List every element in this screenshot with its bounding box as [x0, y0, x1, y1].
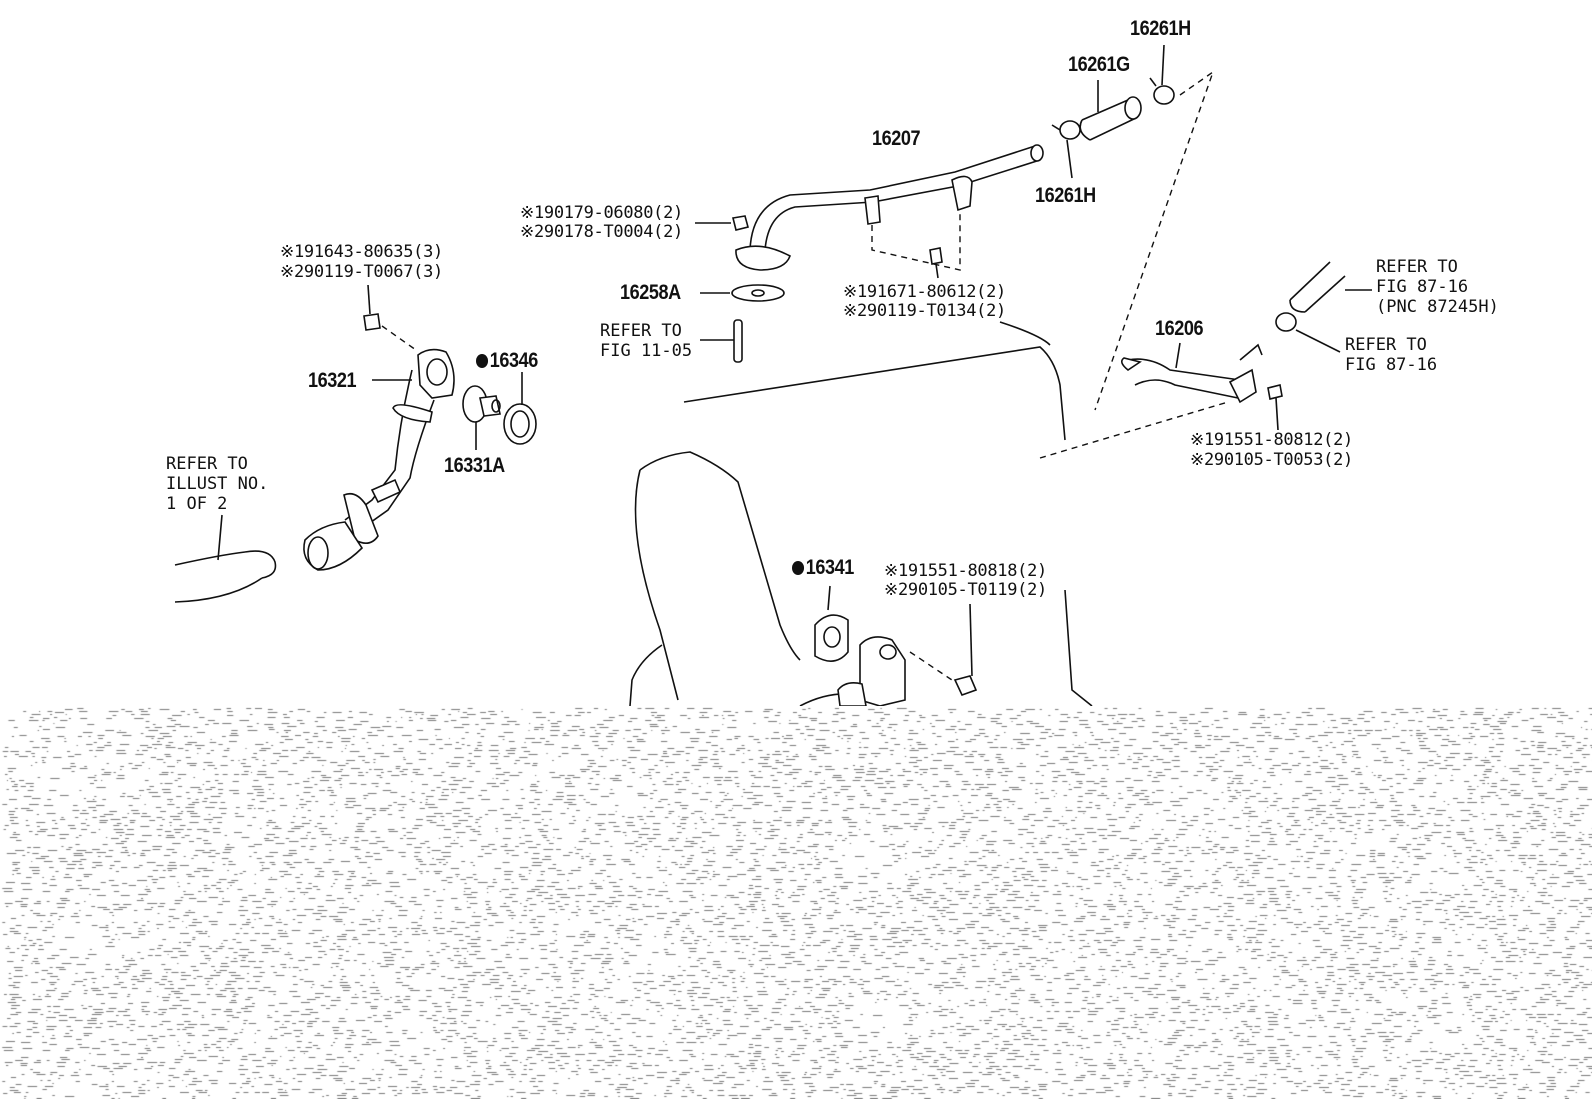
refer-fig-87-16-pnc: REFER TO FIG 87-16 (PNC 87245H) — [1376, 257, 1499, 317]
engine-block-outline — [629, 321, 1093, 706]
water-outlet-16321 — [303, 348, 455, 571]
label-16258A: 16258A — [620, 281, 681, 304]
pipe-16206 — [1120, 342, 1263, 404]
label-190179: ※190179-06080(2) — [520, 203, 683, 223]
refer-fig-11-05: REFER TO FIG 11-05 — [600, 321, 692, 361]
hose-16261G — [1079, 80, 1142, 141]
pipe-16207 — [735, 144, 1044, 271]
label-16341-text: 16341 — [805, 556, 855, 579]
label-191643: ※191643-80635(3) — [280, 242, 443, 262]
stud-bolt — [733, 319, 743, 363]
label-16341: 16341 — [792, 557, 854, 578]
refer-fig-11-05-line1: REFER TO — [600, 321, 682, 341]
refer-fig-87-16-pnc-line2: FIG 87-16 — [1376, 277, 1469, 297]
label-290178: ※290178-T0004(2) — [520, 222, 683, 242]
refer-fig-87-16: REFER TO FIG 87-16 — [1345, 335, 1437, 375]
refer-fig-87-16-pnc-line3: (PNC 87245H) — [1376, 297, 1499, 317]
corrupted-image-region — [0, 706, 1592, 1099]
gasket-16258A — [731, 284, 785, 302]
refer-fig-87-16-line2: FIG 87-16 — [1345, 355, 1438, 375]
label-191671: ※191671-80612(2) — [843, 282, 1006, 302]
gasket-16346 — [503, 372, 537, 445]
label-16206: 16206 — [1155, 317, 1204, 340]
label-191551-80812: ※191551-80812(2) — [1190, 430, 1353, 450]
refer-illust-line1: REFER TO — [166, 454, 248, 474]
label-16321: 16321 — [308, 369, 357, 392]
label-290119-t0067: ※290119-T0067(3) — [280, 262, 443, 282]
refer-fig-87-16-line1: REFER TO — [1345, 335, 1427, 355]
label-16207: 16207 — [872, 127, 921, 150]
filled-circle-icon — [476, 354, 489, 368]
refer-fig-87-16-pnc-line1: REFER TO — [1376, 257, 1458, 277]
refer-illust-line2: ILLUST NO. — [166, 474, 269, 494]
label-16261H-bottom: 16261H — [1035, 184, 1096, 207]
label-16331A: 16331A — [444, 454, 505, 477]
thermostat-16331A — [462, 385, 501, 450]
gasket-16341 — [814, 585, 849, 662]
water-inlet — [837, 636, 906, 706]
label-16261G: 16261G — [1068, 53, 1130, 76]
filled-circle-icon — [792, 561, 805, 575]
refer-illust: REFER TO ILLUST NO. 1 OF 2 — [166, 454, 268, 514]
label-290105-t0053: ※290105-T0053(2) — [1190, 450, 1353, 470]
refer-fig-11-05-line2: FIG 11-05 — [600, 341, 693, 361]
clamp-16261H-bottom — [1051, 120, 1081, 179]
label-191551-80818: ※191551-80818(2) — [884, 561, 1047, 581]
refer-illust-line3: 1 OF 2 — [166, 494, 228, 514]
label-290119-t0134: ※290119-T0134(2) — [843, 301, 1006, 321]
label-290105-t0119: ※290105-T0119(2) — [884, 580, 1047, 600]
parts-diagram — [174, 44, 1372, 706]
label-16346: 16346 — [476, 350, 538, 371]
label-16346-text: 16346 — [489, 349, 539, 372]
label-16261H-top: 16261H — [1130, 17, 1191, 40]
clamp-16261H-top — [1149, 44, 1175, 105]
